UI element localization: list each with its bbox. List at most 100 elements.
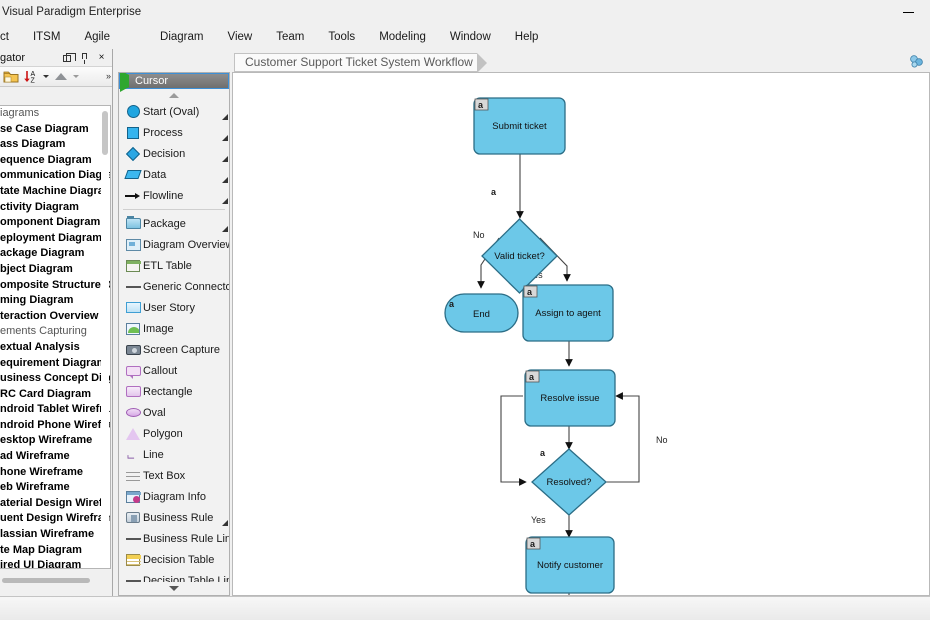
edge-resolve-left-loop[interactable] xyxy=(500,395,527,486)
tree-vertical-scrollbar[interactable] xyxy=(101,107,109,567)
palette-more-indicator-icon[interactable] xyxy=(222,226,228,232)
close-icon[interactable]: × xyxy=(98,52,105,63)
palette-more-indicator-icon[interactable] xyxy=(222,114,228,120)
menu-item-view[interactable]: View xyxy=(227,30,253,43)
palette-item-start-oval[interactable]: Start (Oval) xyxy=(119,101,229,122)
tree-item[interactable]: omponent Diagram xyxy=(0,216,101,229)
diagram-canvas[interactable]: No Yes No Yes a Submit ticket a xyxy=(232,73,930,596)
tree-item[interactable]: ackage Diagram xyxy=(0,247,85,260)
node-submit-ticket[interactable]: a Submit ticket xyxy=(473,97,566,155)
palette-item-image[interactable]: Image xyxy=(119,318,229,339)
palette-item-diagram-info[interactable]: Diagram Info xyxy=(119,486,229,507)
menu-item-project[interactable]: ct xyxy=(0,30,9,43)
palette-more-indicator-icon[interactable] xyxy=(222,156,228,162)
business-rule-link-icon xyxy=(123,537,143,540)
vp-resource-icon[interactable] xyxy=(908,53,924,69)
palette-item-diagram-overview[interactable]: Diagram Overview xyxy=(119,234,229,255)
tree-horizontal-scrollbar[interactable] xyxy=(0,573,112,587)
tree-item[interactable]: ements Capturing xyxy=(0,325,87,338)
tree-item[interactable]: ndroid Phone Wirefra xyxy=(0,418,111,431)
tree-item[interactable]: usiness Concept Diag xyxy=(0,372,111,385)
palette-item-text-box[interactable]: Text Box xyxy=(119,465,229,486)
float-icon[interactable] xyxy=(62,52,76,63)
palette-item-decision-table[interactable]: Decision Table xyxy=(119,549,229,570)
tree-item[interactable]: eployment Diagram xyxy=(0,231,103,244)
palette-item-line[interactable]: Line xyxy=(119,444,229,465)
tree-item[interactable]: tate Machine Diagra xyxy=(0,184,104,197)
menu-item-team[interactable]: Team xyxy=(276,30,305,43)
palette-item-process[interactable]: Process xyxy=(119,122,229,143)
tree-item[interactable]: equirement Diagram xyxy=(0,356,107,369)
tree-item[interactable]: te Map Diagram xyxy=(0,543,82,556)
menu-item-help[interactable]: Help xyxy=(514,30,539,43)
node-assign-to-agent[interactable]: a Assign to agent xyxy=(522,284,614,342)
edge-resolved-no-to-resolve[interactable] xyxy=(606,392,640,483)
tree-item[interactable]: eb Wireframe xyxy=(0,481,70,494)
move-up-caret-down-icon[interactable] xyxy=(72,70,79,83)
tree-item[interactable]: teraction Overview xyxy=(0,309,99,322)
tree-item[interactable]: lassian Wireframe xyxy=(0,528,95,541)
minimize-button[interactable] xyxy=(886,0,930,24)
tree-item[interactable]: ming Diagram xyxy=(0,294,74,307)
node-end[interactable]: a End xyxy=(444,293,519,333)
move-up-icon[interactable] xyxy=(52,68,69,85)
pin-icon[interactable] xyxy=(79,52,90,64)
tree-item[interactable]: ired UI Diagram xyxy=(0,559,82,569)
tree-item[interactable]: iagrams xyxy=(0,107,40,119)
menu-item-itsm[interactable]: ITSM xyxy=(32,30,61,43)
tree-item[interactable]: ctivity Diagram xyxy=(0,200,79,213)
palette-item-cursor[interactable]: Cursor xyxy=(119,73,229,92)
tree-item[interactable]: ad Wireframe xyxy=(0,450,70,463)
node-notify-customer[interactable]: a Notify customer xyxy=(525,536,615,594)
toolbar-overflow-icon[interactable]: » xyxy=(105,71,111,81)
tree-item[interactable]: aterial Design Wirefr xyxy=(0,496,107,509)
palette-item-business-rule-link[interactable]: Business Rule Link xyxy=(119,528,229,549)
palette-item-rectangle[interactable]: Rectangle xyxy=(119,381,229,402)
sort-descending-icon[interactable]: A Z xyxy=(22,68,39,85)
palette-item-screen-capture[interactable]: Screen Capture xyxy=(119,339,229,360)
tree-item[interactable]: se Case Diagram xyxy=(0,122,89,135)
tree-item[interactable]: RC Card Diagram xyxy=(0,387,92,400)
tree-item[interactable]: esktop Wireframe xyxy=(0,434,93,447)
tree-item[interactable]: uent Design Wirefram xyxy=(0,512,111,525)
tree-scroll-thumb[interactable] xyxy=(102,111,108,155)
menu-item-agile[interactable]: Agile xyxy=(84,30,111,43)
tree-item[interactable]: equence Diagram xyxy=(0,153,92,166)
palette-item-decision[interactable]: Decision xyxy=(119,143,229,164)
palette-scroll-down-arrow[interactable] xyxy=(119,582,229,595)
open-folder-icon[interactable] xyxy=(2,68,19,85)
node-resolved[interactable]: a Resolved? xyxy=(531,448,607,516)
tree-item[interactable]: ass Diagram xyxy=(0,138,66,151)
palette-item-user-story[interactable]: User Story xyxy=(119,297,229,318)
tree-item[interactable]: hone Wireframe xyxy=(0,465,84,478)
document-tab[interactable]: Customer Support Ticket System Workflow xyxy=(234,52,487,73)
tree-item[interactable]: ommunication Diagra xyxy=(0,169,111,182)
palette-item-generic-connector[interactable]: Generic Connector xyxy=(119,276,229,297)
palette-more-indicator-icon[interactable] xyxy=(222,198,228,204)
menu-item-tools[interactable]: Tools xyxy=(328,30,356,43)
palette-item-flowline[interactable]: Flowline xyxy=(119,185,229,206)
palette-more-indicator-icon[interactable] xyxy=(222,135,228,141)
tree-item[interactable]: extual Analysis xyxy=(0,340,80,353)
menu-item-window[interactable]: Window xyxy=(449,30,491,43)
palette-item-oval[interactable]: Oval xyxy=(119,402,229,423)
tree-item[interactable]: bject Diagram xyxy=(0,262,73,275)
palette-item-polygon[interactable]: Polygon xyxy=(119,423,229,444)
palette-item-etl-table[interactable]: ETL Table xyxy=(119,255,229,276)
tree-item[interactable]: omposite Structure D xyxy=(0,278,111,291)
tree-hscroll-thumb[interactable] xyxy=(2,578,90,583)
node-valid-ticket[interactable]: a Valid ticket? xyxy=(481,187,558,294)
palette-item-business-rule[interactable]: Business Rule xyxy=(119,507,229,528)
tree-item[interactable]: ndroid Tablet Wirefra xyxy=(0,403,110,416)
diagram-tree[interactable]: iagrams se Case Diagram ass Diagram equence… xyxy=(0,105,111,569)
palette-item-callout[interactable]: Callout xyxy=(119,360,229,381)
palette-more-indicator-icon[interactable] xyxy=(222,177,228,183)
palette-item-data[interactable]: Data xyxy=(119,164,229,185)
menu-item-modeling[interactable]: Modeling xyxy=(379,30,426,43)
palette-more-indicator-icon[interactable] xyxy=(222,520,228,526)
palette-item-package[interactable]: Package xyxy=(119,213,229,234)
menu-item-diagram[interactable]: Diagram xyxy=(160,30,204,43)
palette-scroll-up-arrow[interactable] xyxy=(119,89,229,101)
node-resolve-issue[interactable]: a Resolve issue xyxy=(524,369,616,427)
sort-caret-down-icon[interactable] xyxy=(42,70,49,83)
